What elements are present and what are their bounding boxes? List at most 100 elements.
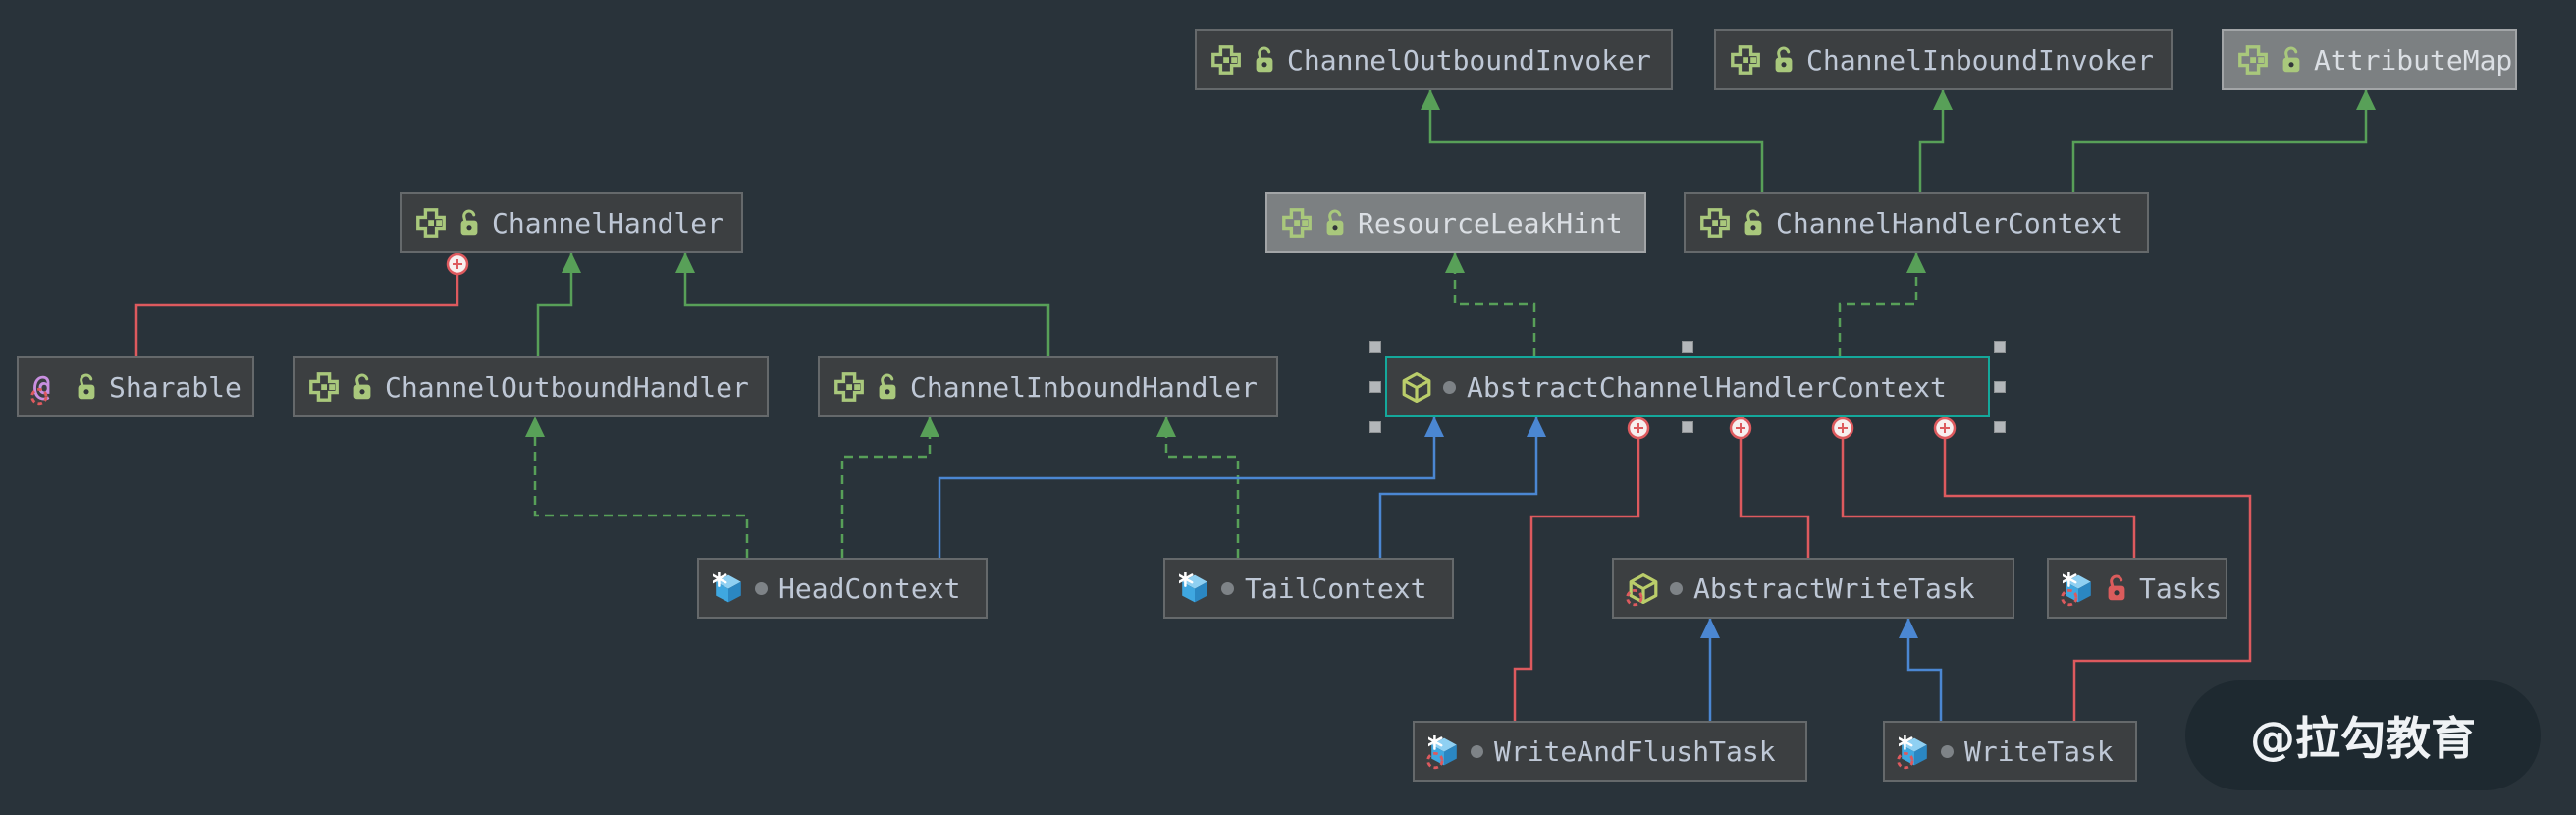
class-node-tailcontext[interactable]: TailContext [1163,558,1454,619]
interface-icon [1730,44,1761,76]
class-name-label: ChannelHandler [492,206,724,240]
class-node-attributemap[interactable]: AttributeMap [2222,29,2517,90]
final-class-icon [713,572,744,604]
class-name-label: Sharable [109,370,242,404]
edge-extends [1906,619,1943,721]
class-node-channelhandlercontext[interactable]: ChannelHandlerContext [1684,192,2149,253]
interface-icon [1281,207,1313,239]
edge-implements [1164,417,1240,558]
inner-class-anchor-icon[interactable] [1933,416,1957,440]
package-private-dot-icon [1941,744,1954,758]
class-name-label: ChannelOutboundInvoker [1287,43,1651,77]
class-name-label: HeadContext [778,571,961,605]
class-name-label: ChannelOutboundHandler [385,370,749,404]
arrowhead-extends [2356,89,2376,110]
class-node-abstractchannelhandlercontext[interactable]: AbstractChannelHandlerContext [1385,356,1990,417]
inner-class-anchor-icon[interactable] [1627,416,1650,440]
class-name-label: ResourceLeakHint [1358,206,1623,240]
class-name-label: ChannelInboundInvoker [1806,43,2155,77]
edge-extends [1918,90,1945,192]
final-class-icon [2061,572,2094,607]
edge-extends [683,253,1050,356]
edge-inner-class [134,274,459,356]
class-node-channelinboundhandler[interactable]: ChannelInboundHandler [818,356,1278,417]
class-node-writetask[interactable]: WriteTask [1883,721,2137,782]
package-private-dot-icon [1670,581,1683,595]
edge-implements [1453,253,1536,356]
package-private-dot-icon [755,581,768,595]
edge-implements [533,417,749,558]
class-name-label: AttributeMap [2314,43,2513,77]
class-node-writeandflushtask[interactable]: WriteAndFlushTask [1413,721,1807,782]
selection-handle[interactable] [1369,381,1381,393]
class-node-channeloutboundhandler[interactable]: ChannelOutboundHandler [293,356,769,417]
class-node-resourceleakhint[interactable]: ResourceLeakHint [1265,192,1646,253]
lock-icon [1253,45,1276,75]
interface-icon [415,207,447,239]
class-node-channelinboundinvoker[interactable]: ChannelInboundInvoker [1714,29,2173,90]
arrowhead-implements [1445,252,1465,273]
selection-handle[interactable] [1994,341,2006,353]
interface-icon [1699,207,1731,239]
edge-extends [1378,417,1538,558]
edge-inner-class [1739,438,1810,558]
watermark-badge: @拉勾教育 [2185,680,2541,790]
inner-class-anchor-icon[interactable] [446,252,469,276]
class-name-label: TailContext [1245,571,1427,605]
class-name-label: AbstractChannelHandlerContext [1467,370,1947,404]
package-private-dot-icon [1221,581,1234,595]
lock-icon [75,372,98,402]
class-node-tasks[interactable]: Tasks [2047,558,2227,619]
class-name-label: Tasks [2139,571,2223,605]
arrowhead-extends [1899,618,1918,638]
class-name-label: ChannelInboundHandler [910,370,1259,404]
edge-extends [536,253,573,356]
selection-handle[interactable] [1369,341,1381,353]
class-node-channeloutboundinvoker[interactable]: ChannelOutboundInvoker [1195,29,1673,90]
abstract-class-icon [1401,371,1432,403]
inner-class-anchor-icon[interactable] [1831,416,1854,440]
edge-extends [938,417,1436,558]
selection-handle[interactable] [1994,421,2006,433]
lock-icon [876,372,899,402]
arrowhead-extends [1527,416,1546,437]
arrowhead-implements [1156,416,1176,437]
lock-icon [350,372,374,402]
arrowhead-extends [562,252,581,273]
selection-handle[interactable] [1682,421,1693,433]
final-class-icon [1426,735,1460,770]
selection-handle[interactable] [1682,341,1693,353]
class-node-headcontext[interactable]: HeadContext [697,558,988,619]
arrowhead-extends [1933,89,1953,110]
interface-icon [1210,44,1242,76]
arrowhead-implements [1906,252,1926,273]
final-class-icon [1897,735,1930,770]
selection-handle[interactable] [1369,421,1381,433]
lock-icon [1323,208,1347,238]
annotation-icon: @ [30,371,64,406]
inner-class-anchor-icon[interactable] [1729,416,1752,440]
arrowhead-extends [675,252,695,273]
class-name-label: AbstractWriteTask [1693,571,1975,605]
edge-implements [1838,253,1918,356]
class-name-label: WriteAndFlushTask [1494,734,1776,768]
lock-icon [1742,208,1765,238]
interface-icon [833,371,865,403]
package-private-dot-icon [1443,380,1456,394]
interface-icon [308,371,340,403]
arrowhead-implements [525,416,545,437]
class-node-sharable[interactable]: @ Sharable [17,356,254,417]
lock-icon [2105,573,2128,603]
class-node-abstractwritetask[interactable]: AbstractWriteTask [1612,558,2014,619]
abstract-class-icon [1626,572,1659,607]
selection-handle[interactable] [1994,381,2006,393]
edge-extends [2071,90,2368,192]
arrowhead-implements [920,416,939,437]
interface-icon [2237,44,2269,76]
class-node-channelhandler[interactable]: ChannelHandler [400,192,743,253]
package-private-dot-icon [1471,744,1483,758]
class-name-label: WriteTask [1964,734,2114,768]
arrowhead-extends [1424,416,1444,437]
class-name-label: ChannelHandlerContext [1776,206,2124,240]
